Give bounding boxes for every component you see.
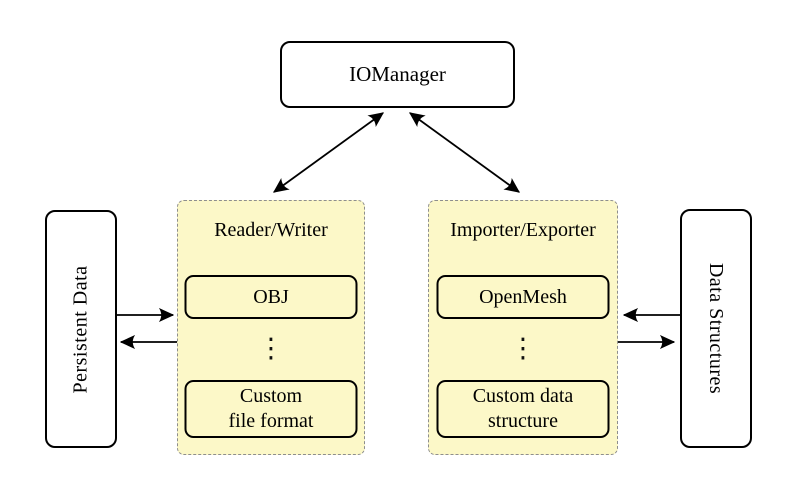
reader-writer-panel: Reader/Writer OBJ ⋮ Custom file format <box>177 200 365 455</box>
data-structures-node: Data Structures <box>680 209 752 448</box>
custom-data-structure-node: Custom data structure <box>436 380 610 438</box>
importer-exporter-panel: Importer/Exporter OpenMesh ⋮ Custom data… <box>428 200 618 455</box>
vertical-ellipsis: ⋮ <box>509 333 537 364</box>
data-structures-label: Data Structures <box>705 262 728 395</box>
importer-exporter-panel-title: Importer/Exporter <box>450 219 596 241</box>
iomanager-node: IOManager <box>280 41 515 108</box>
persistent-data-label: Persistent Data <box>69 264 92 394</box>
openmesh-node: OpenMesh <box>436 275 610 319</box>
vertical-ellipsis: ⋮ <box>257 333 285 364</box>
reader-writer-panel-title: Reader/Writer <box>214 219 328 241</box>
persistent-data-node: Persistent Data <box>45 210 117 448</box>
custom-file-format-node: Custom file format <box>184 380 358 438</box>
arrow-iomanager-readerwriter <box>273 112 384 193</box>
iomanager-label: IOManager <box>349 62 446 86</box>
obj-node: OBJ <box>184 275 358 319</box>
arrow-iomanager-importerexporter <box>409 112 520 193</box>
